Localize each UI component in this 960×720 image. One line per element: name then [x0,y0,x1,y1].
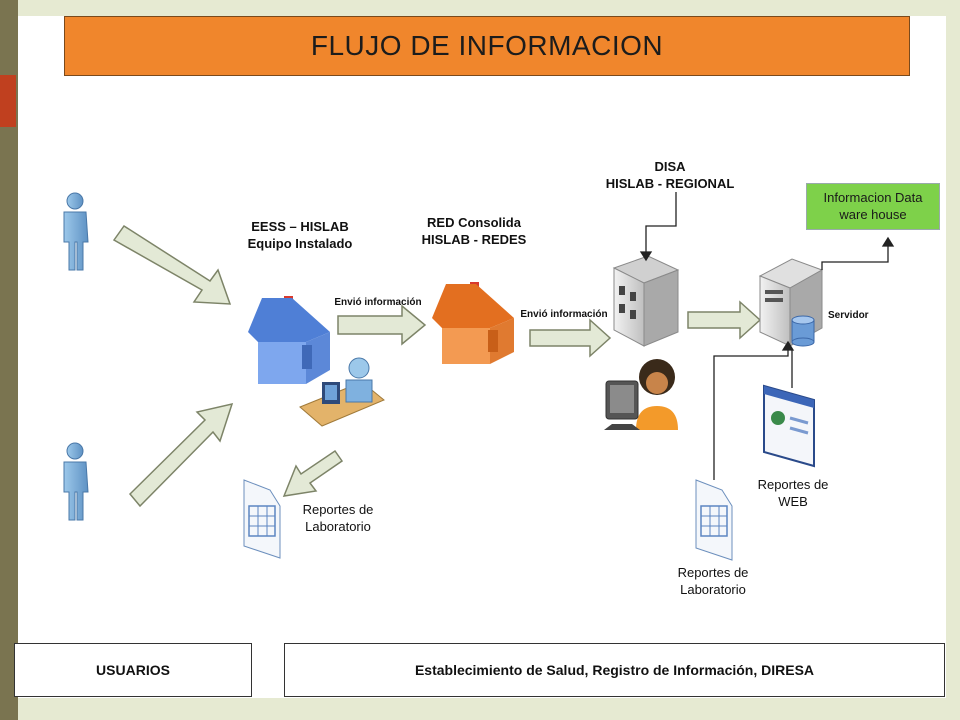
title-banner: FLUJO DE INFORMACION [64,16,910,76]
database-icon [791,315,815,347]
arrow-eess-to-red [337,304,427,346]
spreadsheet-icon [243,479,281,559]
lab-report-right-label: Reportes de Laboratorio [677,565,749,597]
lab-report-left-label: Reportes de Laboratorio [302,502,374,534]
server-label: Servidor [828,310,869,321]
line-lab-report-to-server [713,346,789,480]
footer-establecimiento-box: Establecimiento de Salud, Registro de In… [284,643,945,697]
user-computer-icon [299,357,385,427]
web-report-label: Reportes de WEB [757,477,829,509]
arrow-eess-to-lab-report [282,449,344,497]
web-report-icon [763,384,815,468]
house-icon [432,282,514,364]
datawarehouse-box: Informacion Data ware house [806,183,940,230]
envio-label-2: Envió información [520,309,608,320]
disa-label: DISA HISLAB - REGIONAL [605,159,735,191]
arrow-user2-to-eess [128,402,234,508]
person-icon [63,442,89,521]
person-icon [63,192,89,271]
envio-label-1: Envió información [334,297,422,308]
arrow-disa-to-server [687,300,762,340]
arrow-user-to-eess [112,224,232,305]
page-title: FLUJO DE INFORMACION [310,30,664,61]
left-decor-accent [0,75,16,127]
red-label: RED Consolida HISLAB - REDES [421,215,527,247]
line-disa-label-to-building [645,192,677,256]
spreadsheet-icon [695,479,733,561]
eess-label: EESS – HISLAB Equipo Instalado [247,219,353,251]
arrow-red-to-disa [529,318,612,358]
house-icon [248,296,330,384]
user-computer-icon [604,359,678,430]
left-decor-strip [0,0,18,720]
footer-usuarios-box: USUARIOS [14,643,252,697]
line-server-to-datawarehouse [821,242,889,270]
building-icon [612,255,680,347]
